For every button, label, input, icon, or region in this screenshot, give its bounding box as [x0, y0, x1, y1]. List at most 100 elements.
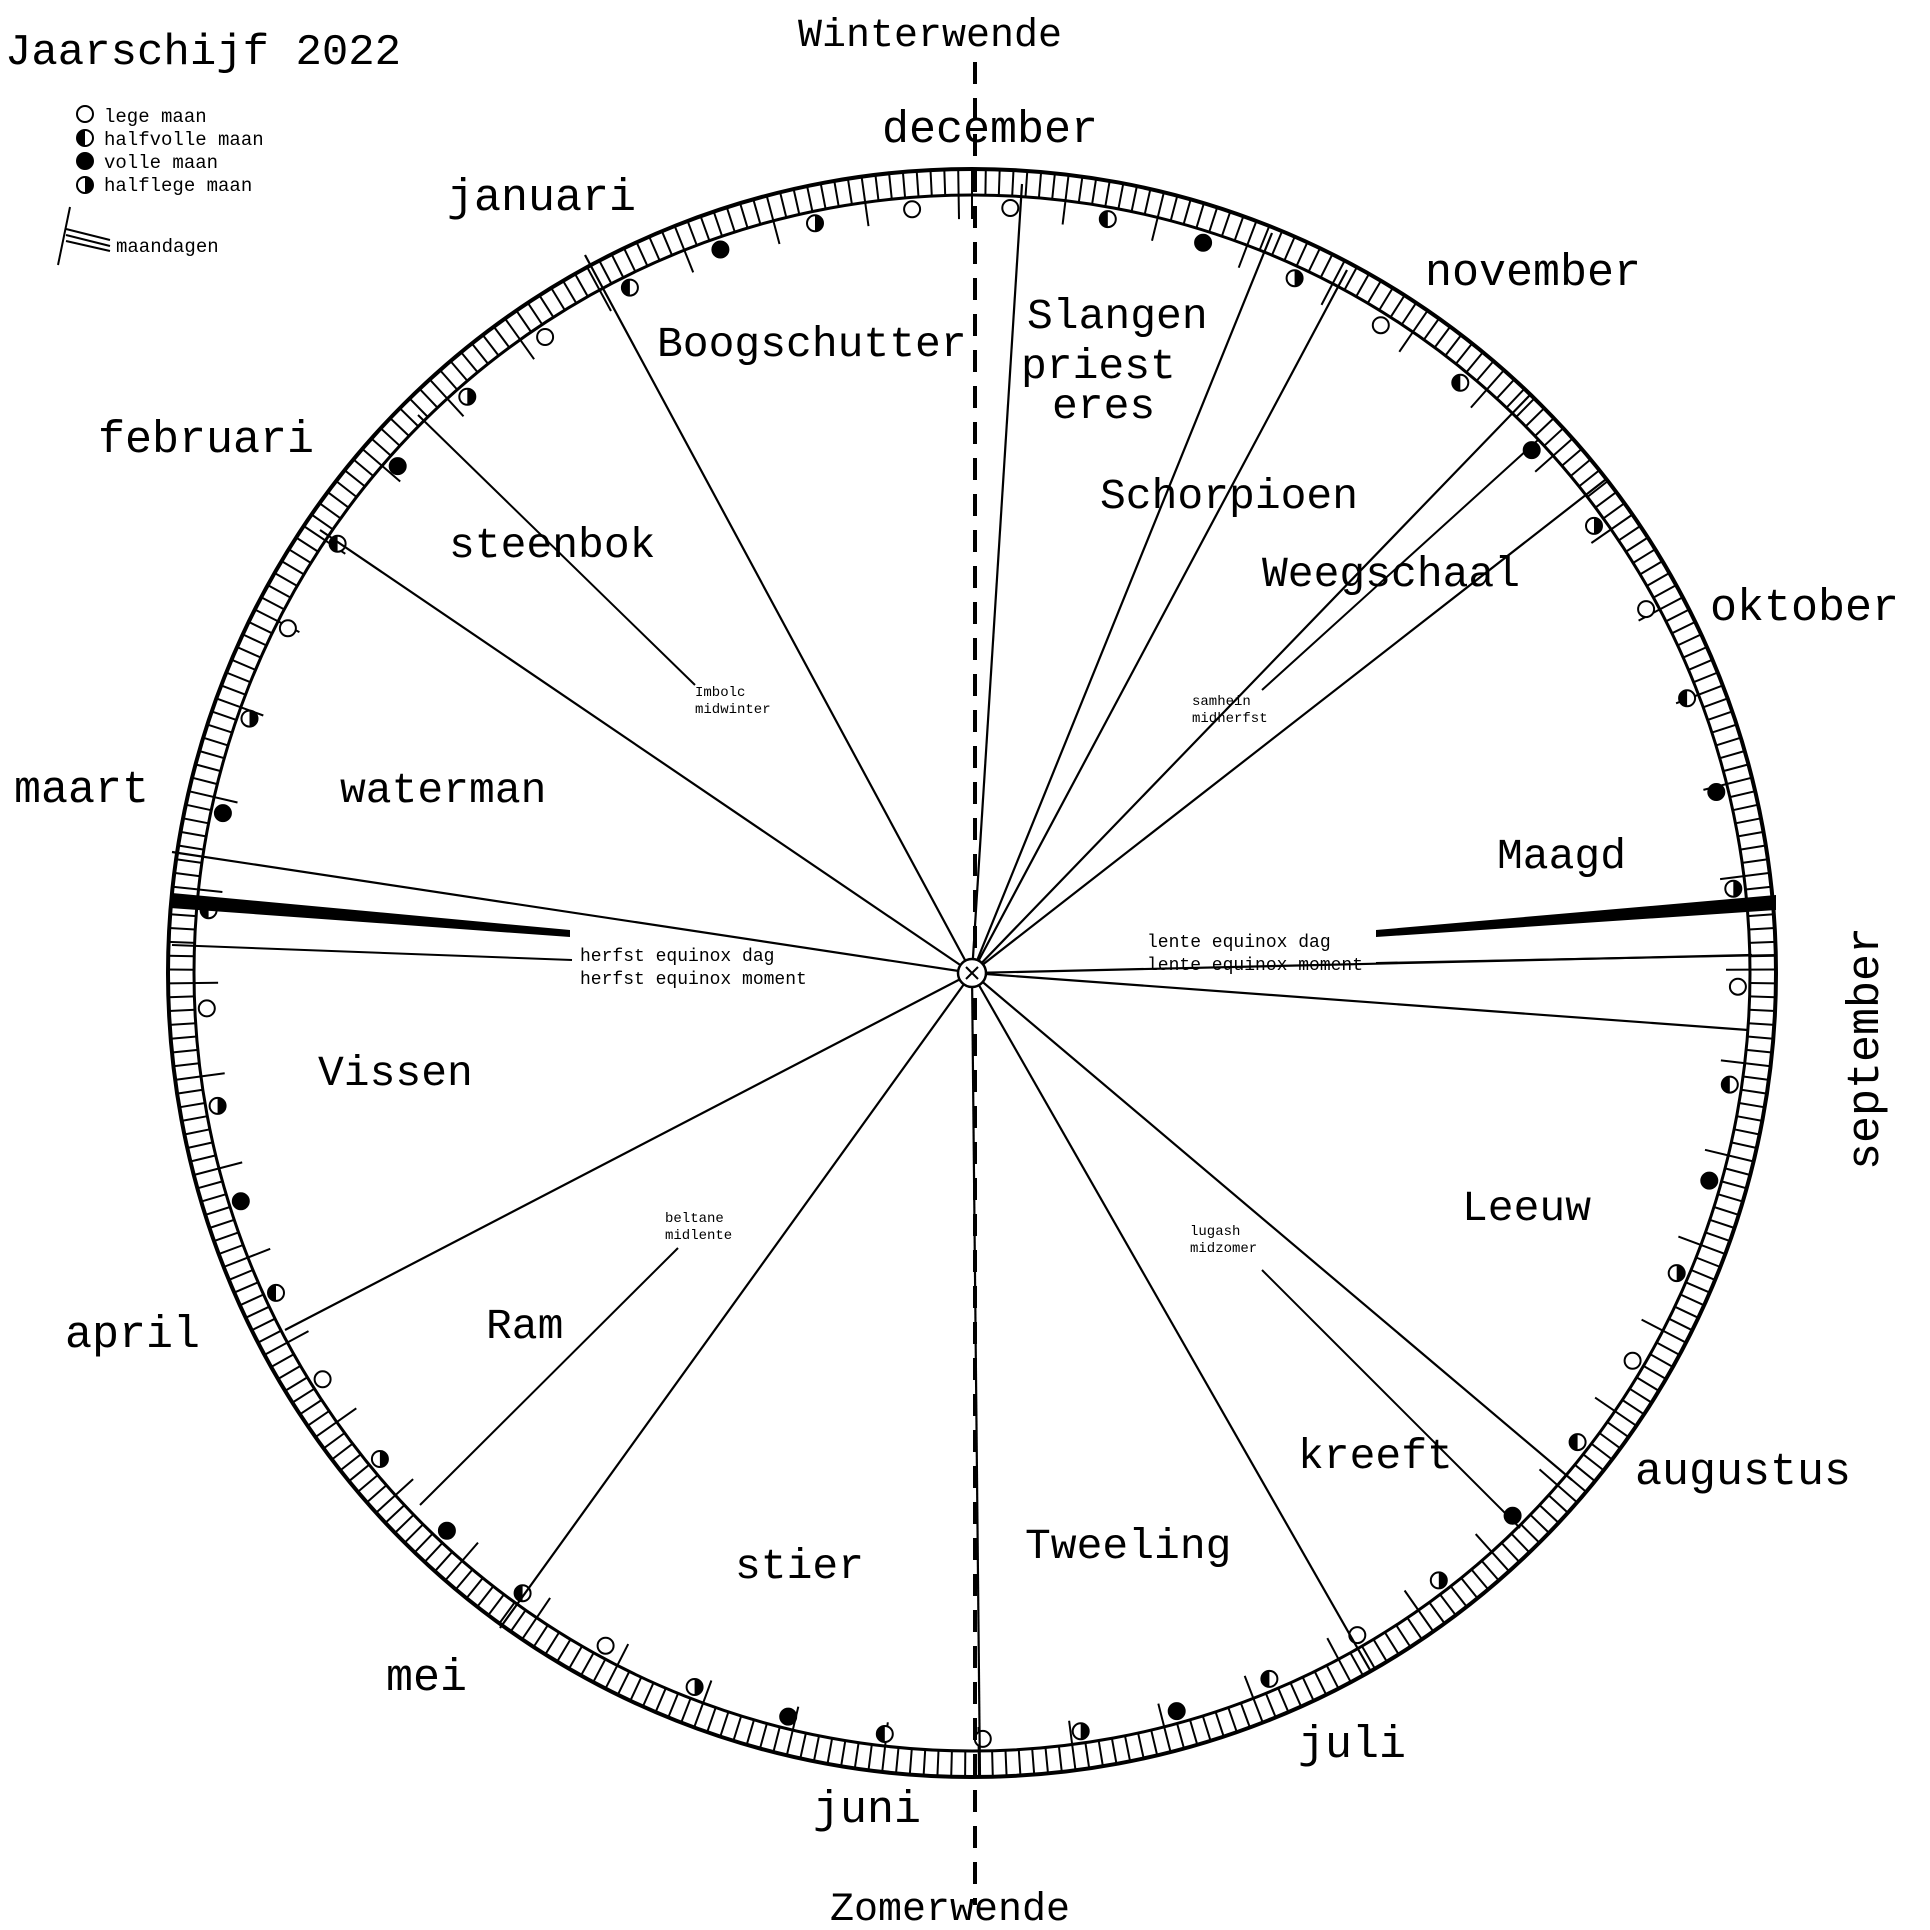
day-tick — [291, 1387, 315, 1404]
moon-new-icon — [973, 1729, 992, 1748]
moon-new-icon — [1001, 199, 1020, 217]
month-augustus: augustus — [1635, 1447, 1851, 1498]
day-tick — [1444, 334, 1462, 357]
day-tick — [772, 1726, 781, 1753]
day-tick — [853, 1742, 860, 1769]
day-tick — [173, 1062, 200, 1068]
day-tick — [187, 1141, 213, 1149]
day-tick — [299, 1399, 323, 1416]
day-tick — [1433, 326, 1452, 349]
day-tick — [176, 1088, 203, 1095]
day-tick — [1629, 1387, 1653, 1404]
day-tick — [1737, 830, 1764, 838]
sign-weegschaal: Weegschaal — [1262, 550, 1520, 599]
full-moon-icon — [76, 152, 94, 170]
day-tick — [1693, 671, 1719, 684]
day-tick — [1277, 1687, 1290, 1713]
day-tick — [487, 1593, 505, 1616]
day-tick — [168, 940, 195, 944]
new-moon-icon — [76, 105, 94, 123]
day-tick — [1515, 397, 1536, 418]
day-tick — [178, 844, 204, 851]
day-tick — [654, 1687, 667, 1713]
day-tick — [1543, 427, 1564, 447]
day-tick — [1642, 1365, 1667, 1380]
moon-first-icon — [267, 1283, 285, 1302]
day-tick — [1649, 1353, 1674, 1368]
moon-last-icon — [1429, 1571, 1448, 1590]
day-tick — [209, 1218, 235, 1229]
day-tick — [1602, 502, 1626, 520]
day-tick — [1024, 170, 1029, 197]
day-tick — [840, 1740, 847, 1767]
day-tick — [1470, 1568, 1489, 1591]
moon-last-icon — [685, 1678, 704, 1696]
day-tick — [339, 1453, 362, 1472]
day-tick — [1110, 1738, 1118, 1765]
day-tick — [1685, 1281, 1711, 1294]
day-tick — [1702, 697, 1728, 709]
moon-new-icon — [1728, 977, 1747, 996]
moon-first-icon — [1260, 1669, 1279, 1688]
day-tick — [1742, 1075, 1770, 1081]
day-tick — [1636, 1376, 1660, 1392]
day-tick — [1529, 1514, 1550, 1534]
day-tick — [366, 1484, 388, 1504]
day-tick — [180, 830, 207, 838]
day-tick — [1652, 584, 1677, 599]
month-mei: mei — [386, 1653, 467, 1704]
day-tick — [1208, 206, 1219, 233]
moon-full-icon — [437, 1521, 456, 1540]
sign-steenbok: steenbok — [449, 521, 655, 570]
day-tick — [1037, 171, 1043, 198]
day-tick — [439, 369, 458, 391]
day-tick — [1227, 1707, 1238, 1733]
day-tick — [623, 247, 637, 273]
moon-last-icon — [1667, 1264, 1686, 1283]
day-tick — [1677, 633, 1702, 647]
day-tick — [1510, 1533, 1531, 1554]
day-tick — [1632, 548, 1656, 564]
day-tick — [1176, 1723, 1185, 1749]
day-tick — [1264, 1693, 1277, 1718]
sign-maagd: Maagd — [1497, 832, 1626, 881]
day-tick — [399, 407, 420, 428]
day-tick — [509, 1609, 527, 1633]
festival-samhein: samhein — [1192, 694, 1251, 710]
day-tick — [901, 171, 907, 198]
sign-waterman: waterman — [340, 766, 546, 815]
day-tick — [667, 1693, 680, 1718]
day-tick — [1733, 1128, 1760, 1136]
day-tick — [1749, 995, 1776, 999]
day-tick — [423, 1542, 444, 1563]
moon-first-icon — [1568, 1433, 1587, 1452]
day-tick — [200, 1193, 227, 1203]
day-tick — [1465, 351, 1484, 373]
day-tick — [1004, 1750, 1008, 1777]
mondays-icon — [57, 206, 111, 266]
day-tick — [1400, 302, 1418, 326]
day-tick — [929, 170, 933, 197]
day-tick — [211, 710, 237, 721]
day-tick — [943, 169, 947, 196]
day-tick — [1574, 1464, 1596, 1482]
month-juni: juni — [813, 1785, 921, 1836]
day-tick — [1084, 1742, 1091, 1769]
day-tick — [1117, 183, 1125, 210]
legend-first-quarter-label: halfvolle maan — [104, 129, 264, 151]
day-tick — [1395, 1624, 1412, 1648]
day-tick — [991, 1750, 994, 1777]
day-tick — [1220, 211, 1232, 237]
day-tick — [1688, 658, 1713, 671]
spring-equinox-day-label: lente equinox dag — [1147, 933, 1331, 953]
moon-new-icon — [596, 1636, 615, 1655]
equinox-line-left — [171, 944, 573, 961]
day-tick — [660, 230, 673, 256]
day-tick — [562, 280, 578, 304]
winter-solstice-label: Winterwende — [798, 14, 1062, 59]
day-tick — [1130, 185, 1138, 212]
day-tick — [1295, 241, 1309, 267]
day-tick — [213, 1231, 239, 1243]
day-tick — [1705, 1231, 1731, 1243]
